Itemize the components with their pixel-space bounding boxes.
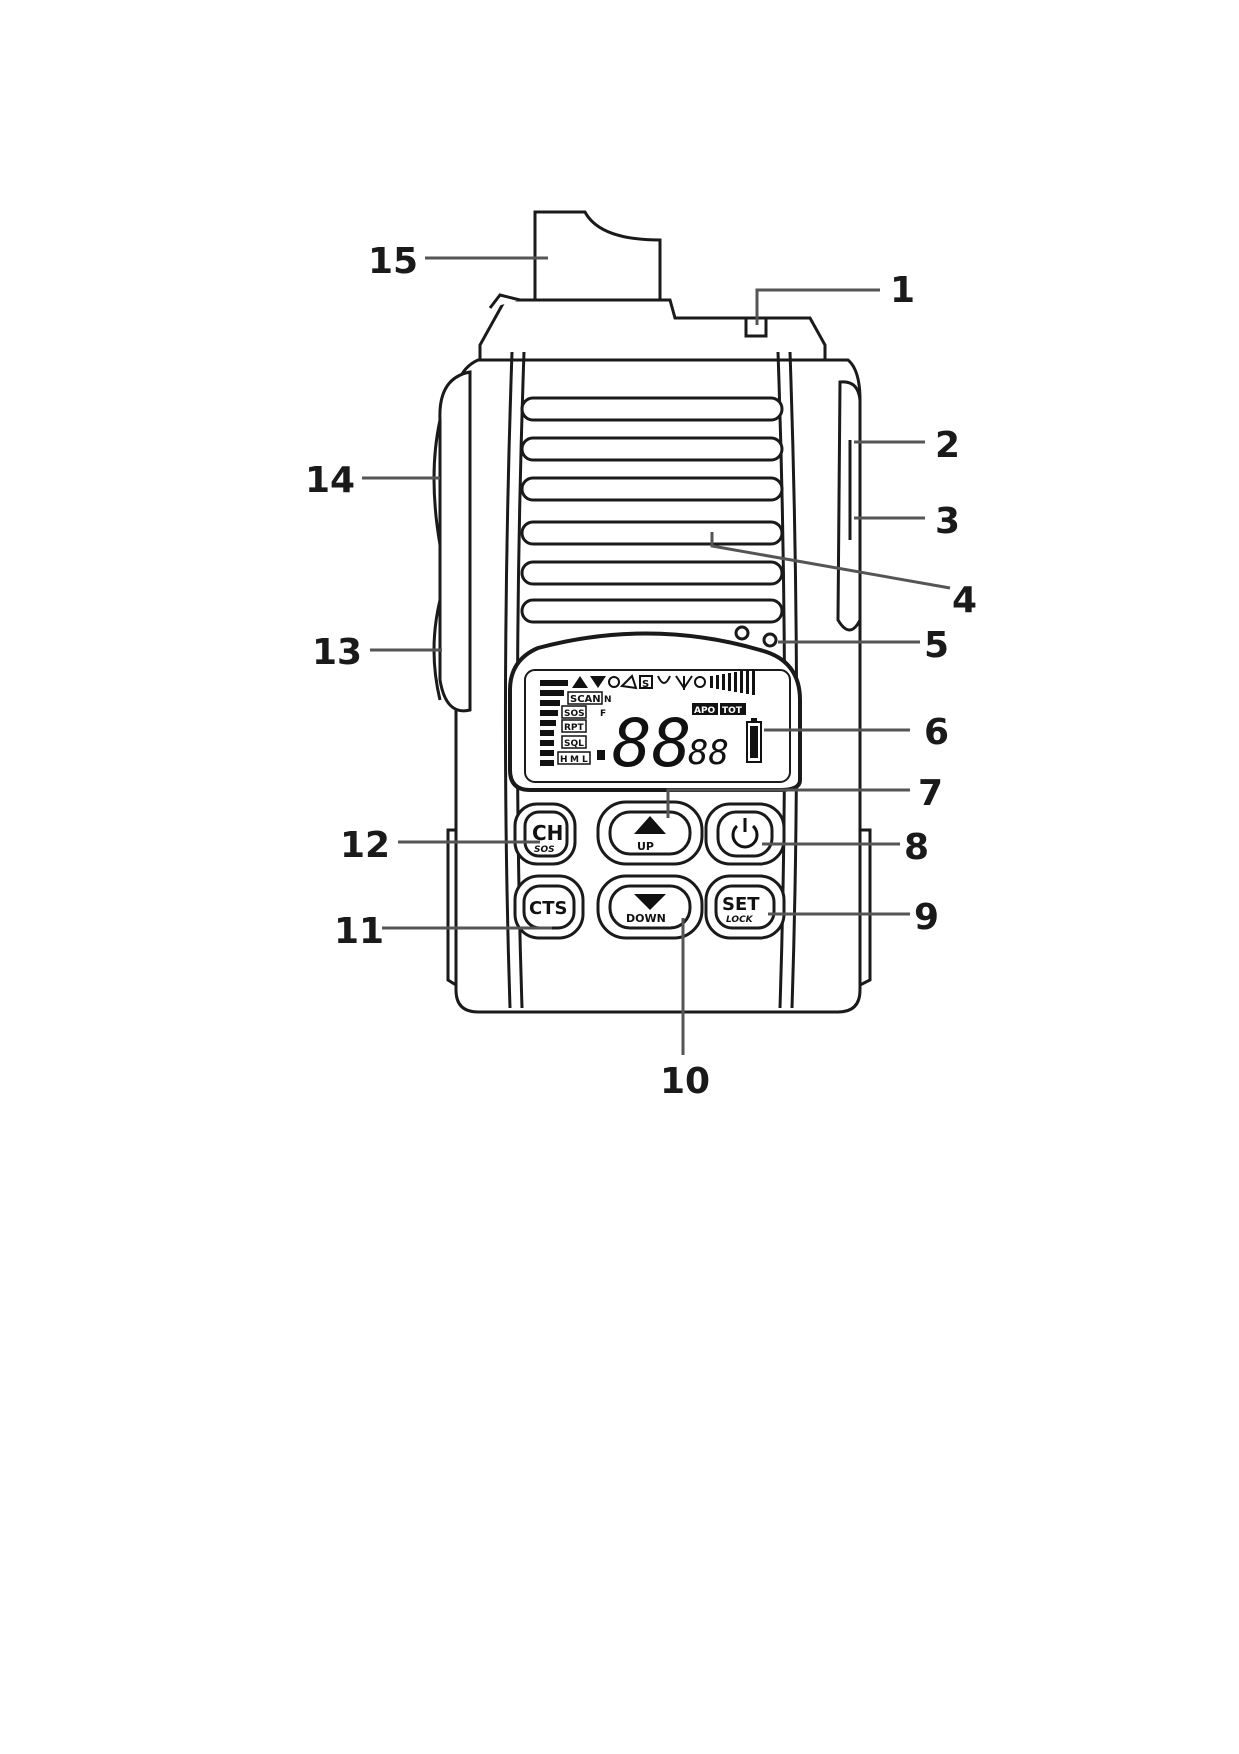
power-button[interactable]: [704, 802, 786, 866]
callout-8: 8: [904, 827, 929, 868]
lcd-tot: TOT: [722, 706, 743, 716]
up-button[interactable]: UP: [596, 800, 704, 866]
lcd-rpt-box: [561, 719, 587, 733]
lock-label: LOCK: [726, 915, 754, 925]
microphone: [734, 625, 778, 648]
callout-5: 5: [924, 625, 949, 666]
lcd-apo: APO: [694, 706, 716, 716]
lcd-signal-bars: [540, 680, 568, 766]
callout-1: 1: [890, 270, 915, 311]
lcd-top-icons: [619, 674, 706, 690]
callout-14: 14: [305, 460, 355, 501]
lcd-volume-bars: [710, 669, 755, 695]
up-arrow-icon: [634, 816, 666, 834]
lcd-n: N: [604, 695, 612, 705]
lcd-sub-digits: 88: [688, 733, 729, 773]
callout-4: 4: [952, 580, 977, 621]
callout-11: 11: [334, 911, 384, 952]
side-rails: [446, 828, 872, 987]
callout-3: 3: [935, 501, 960, 542]
callout-10: 10: [660, 1061, 710, 1102]
callout-12: 12: [340, 825, 390, 866]
lcd-power-l: L: [582, 755, 588, 765]
down-arrow-icon: [634, 894, 666, 910]
down-button[interactable]: DOWN: [596, 874, 704, 940]
cts-label: CTS: [529, 898, 567, 919]
lcd-f: F: [600, 709, 606, 719]
set-label: SET: [722, 894, 760, 915]
keypad: CH SOS UP CTS: [513, 800, 786, 940]
leader-lines: [362, 256, 951, 1055]
lcd-lock-icon: [597, 750, 605, 760]
down-label: DOWN: [626, 912, 666, 925]
set-button[interactable]: SET LOCK: [704, 874, 786, 940]
lcd-power-m: M: [570, 755, 579, 765]
lcd-power-level-box: [557, 751, 591, 765]
lcd-power-h: H: [560, 755, 568, 765]
lcd-tot-box: [720, 703, 746, 715]
lcd-sql-box: [561, 735, 587, 749]
callout-labels: 15 1 2 3 4 5 6 7 8 9 10 11 12 13 14: [305, 241, 977, 1102]
lcd-icons: [572, 676, 620, 688]
sos-label: SOS: [534, 845, 555, 855]
lcd-sql: SQL: [564, 739, 584, 749]
antenna: [533, 210, 662, 312]
cts-button[interactable]: CTS: [513, 874, 585, 940]
lcd-battery-icon: [746, 718, 762, 763]
lcd-scan-box: [567, 691, 603, 705]
lcd-main-digits: 88: [612, 705, 691, 782]
power-icon: [731, 818, 759, 849]
callout-9: 9: [914, 897, 939, 938]
side-buttons-right: [836, 380, 862, 632]
lcd-apo-box: [692, 703, 718, 715]
up-label: UP: [637, 840, 654, 853]
callout-6: 6: [924, 712, 949, 753]
lcd-display: SCAN N SOS F RPT SQL H M L S: [508, 631, 802, 792]
lcd-scan: SCAN: [570, 694, 601, 705]
speaker-grille: [520, 396, 784, 624]
lcd-s: S: [642, 679, 649, 690]
top-cap: [478, 293, 827, 362]
callout-2: 2: [935, 425, 960, 466]
lcd-sos-box: [561, 705, 587, 719]
callout-13: 13: [312, 632, 362, 673]
callout-15: 15: [368, 241, 418, 282]
ch-button[interactable]: CH SOS: [513, 802, 577, 866]
ptt-button: [432, 370, 472, 713]
lcd-rpt: RPT: [564, 723, 585, 733]
callout-7: 7: [918, 773, 943, 814]
lcd-sos: SOS: [564, 709, 585, 719]
